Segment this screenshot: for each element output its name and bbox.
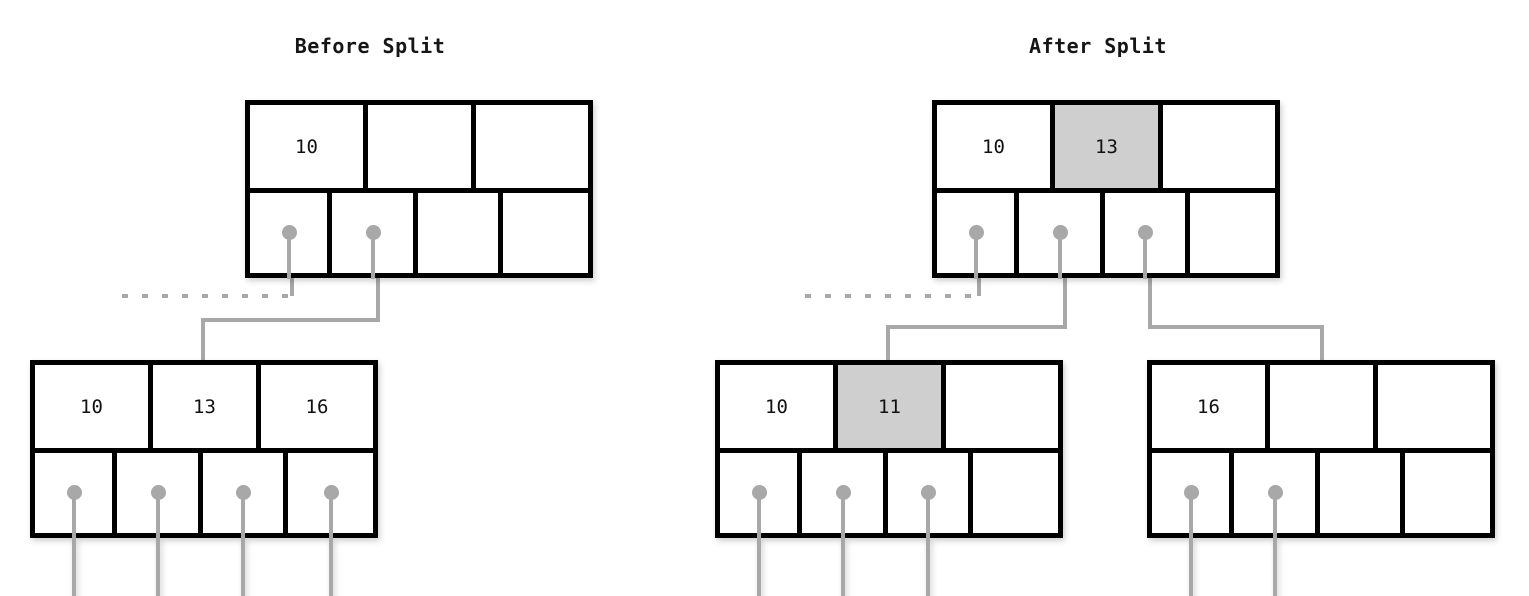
before-leaf-pointer-3[interactable]	[288, 453, 373, 596]
before-root-pointer-1[interactable]	[332, 193, 418, 279]
after-right-leaf-pointers-row	[1152, 448, 1490, 596]
after-left-leaf-pointers-row	[720, 448, 1058, 596]
pointer-stub-line	[1272, 492, 1277, 596]
after-left-leaf-key-0[interactable]: 10	[720, 365, 838, 448]
before-leaf-pointer-2[interactable]	[203, 453, 288, 596]
after-left-leaf-pointer-2[interactable]	[888, 453, 973, 596]
after-left-leaf-pointer-1[interactable]	[802, 453, 888, 596]
before-root-pointer-0[interactable]	[250, 193, 332, 279]
before-root-pointer-2[interactable]	[418, 193, 503, 273]
after-root-pointer-1[interactable]	[1019, 193, 1105, 279]
before-root-pointer-3[interactable]	[503, 193, 588, 273]
after-root-key-1-highlighted[interactable]: 13	[1055, 105, 1163, 188]
after-root-node[interactable]: 10 13	[932, 100, 1280, 279]
pointer-stub-line	[286, 232, 291, 279]
after-left-leaf-key-2[interactable]	[946, 365, 1058, 448]
after-left-leaf-pointer-3[interactable]	[973, 453, 1058, 533]
pointer-stub-line	[155, 492, 160, 596]
before-root-key-2[interactable]	[476, 105, 588, 188]
after-left-leaf-keys-row: 10 11	[720, 365, 1058, 448]
after-left-leaf-pointer-0[interactable]	[720, 453, 802, 596]
after-right-leaf-key-0[interactable]: 16	[1152, 365, 1270, 448]
after-right-leaf-node[interactable]: 16	[1147, 360, 1495, 596]
before-root-pointers-row	[250, 188, 588, 279]
after-root-pointer-2[interactable]	[1105, 193, 1190, 279]
after-root-pointer-0[interactable]	[937, 193, 1019, 279]
after-right-leaf-pointer-2[interactable]	[1320, 453, 1405, 533]
after-left-leaf-key-1-highlighted[interactable]: 11	[838, 365, 946, 448]
before-root-key-1[interactable]	[368, 105, 476, 188]
pointer-stub-line	[1143, 232, 1147, 279]
after-right-leaf-keys-row: 16	[1152, 365, 1490, 448]
after-left-leaf-node[interactable]: 10 11	[715, 360, 1063, 596]
after-root-keys-row: 10 13	[937, 105, 1275, 188]
pointer-stub-line	[370, 232, 375, 279]
after-right-leaf-key-1[interactable]	[1270, 365, 1378, 448]
pointer-stub-line	[328, 492, 333, 596]
after-right-leaf-pointer-0[interactable]	[1152, 453, 1234, 596]
before-leaf-key-1[interactable]: 13	[153, 365, 261, 448]
after-root-key-0[interactable]: 10	[937, 105, 1055, 188]
after-root-pointers-row	[937, 188, 1275, 279]
pointer-stub-line	[756, 492, 761, 596]
pointer-stub-line	[840, 492, 845, 596]
pointer-stub-line	[1057, 232, 1062, 279]
before-root-key-0[interactable]: 10	[250, 105, 368, 188]
pointer-stub-line	[71, 492, 76, 596]
before-root-node[interactable]: 10	[245, 100, 593, 279]
before-leaf-node[interactable]: 10 13 16	[30, 360, 378, 596]
before-leaf-key-0[interactable]: 10	[35, 365, 153, 448]
after-root-pointer-3[interactable]	[1190, 193, 1275, 273]
after-right-leaf-key-2[interactable]	[1378, 365, 1490, 448]
before-leaf-pointer-1[interactable]	[117, 453, 203, 596]
after-right-leaf-pointer-3[interactable]	[1405, 453, 1490, 533]
pointer-stub-line	[926, 492, 930, 596]
after-root-key-2[interactable]	[1163, 105, 1275, 188]
before-leaf-keys-row: 10 13 16	[35, 365, 373, 448]
pointer-stub-line	[1188, 492, 1193, 596]
before-root-keys-row: 10	[250, 105, 588, 188]
before-leaf-pointer-0[interactable]	[35, 453, 117, 596]
pointer-stub-line	[973, 232, 978, 279]
after-right-leaf-pointer-1[interactable]	[1234, 453, 1320, 596]
pointer-stub-line	[241, 492, 245, 596]
before-leaf-key-2[interactable]: 16	[261, 365, 373, 448]
before-leaf-pointers-row	[35, 448, 373, 596]
panel-title-after: After Split	[1029, 34, 1167, 58]
panel-title-before: Before Split	[294, 34, 446, 58]
